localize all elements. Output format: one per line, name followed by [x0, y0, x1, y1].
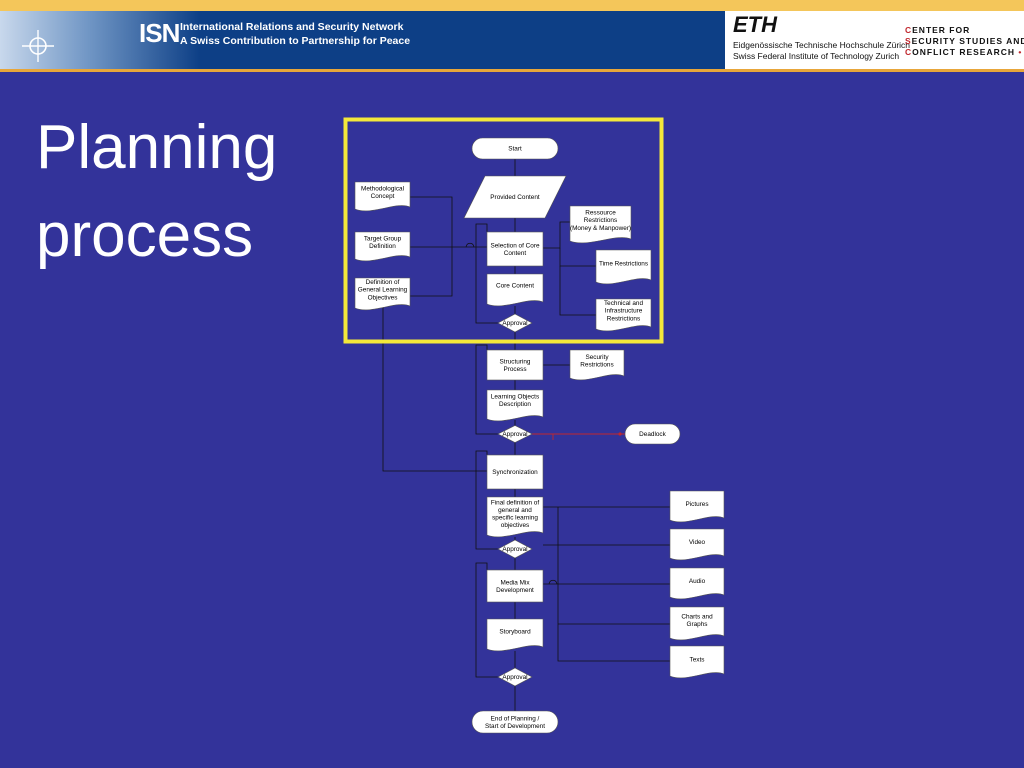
isn-tagline-line2: A Swiss Contribution to Partnership for …	[180, 35, 411, 47]
video-doc	[669, 528, 725, 561]
final-definition-doc	[486, 496, 544, 538]
resource-restrictions-doc	[569, 205, 632, 244]
connector-technical	[559, 266, 596, 316]
general-objectives-doc	[354, 277, 411, 311]
start-terminal	[471, 137, 559, 160]
deadlock-terminal-label: Deadlock	[639, 431, 666, 438]
structuring-box	[486, 349, 544, 381]
end-terminal	[471, 710, 559, 734]
technical-restrictions-doc	[595, 298, 652, 332]
pictures-doc-label: Pictures	[685, 501, 708, 508]
pictures-doc	[669, 490, 725, 523]
approval-diamond-2-label: Approval	[502, 431, 527, 438]
title-line-2: process	[36, 201, 254, 271]
css-logo: CENTER FOR SECURITY STUDIES AND CONFLICT…	[905, 25, 1024, 58]
approval-diamond-3-label: Approval	[502, 546, 527, 553]
audio-doc	[669, 567, 725, 600]
header-banner: ISN International Relations and Security…	[0, 0, 1024, 72]
slide-title: Planning process	[36, 104, 277, 280]
core-content-doc-label: Core Content	[496, 283, 534, 290]
css-initial-c2: C	[905, 47, 913, 57]
audio-doc-label: Audio	[689, 578, 706, 585]
time-restrictions-doc-label: Time Restrictions	[599, 261, 648, 268]
end-terminal-label: End of Planning /Start of Development	[485, 715, 545, 730]
provided-content-shape	[463, 175, 567, 219]
deadlock-terminal	[624, 423, 681, 445]
connector-time	[559, 248, 596, 267]
approval-diamond-4-label: Approval	[502, 674, 527, 681]
start-terminal-label: Start	[508, 146, 522, 153]
connector-media-bus	[557, 507, 670, 662]
loop-approval3-sync	[475, 450, 506, 550]
texts-doc	[669, 645, 725, 679]
storyboard-doc-label: Storyboard	[499, 629, 531, 636]
charts-doc	[669, 606, 725, 641]
css-line1: ENTER FOR	[912, 25, 971, 35]
css-bullet: •	[1018, 47, 1023, 57]
connector-objectives-sync	[382, 306, 487, 472]
isn-tagline-line1: International Relations and Security Net…	[180, 21, 404, 33]
core-content-doc	[486, 273, 544, 307]
isn-tagline: International Relations and Security Net…	[180, 20, 410, 48]
approval-diamond-1-label: Approval	[502, 320, 527, 327]
highlight-frame	[343, 117, 664, 344]
provided-content-label: Provided Content	[490, 194, 540, 201]
eth-name-english: Swiss Federal Institute of Technology Zu…	[733, 51, 900, 61]
storyboard-doc	[486, 618, 544, 652]
header-top-band	[0, 0, 1024, 11]
selection-core-box	[486, 231, 544, 267]
methodological-concept-doc	[354, 181, 411, 212]
synchronization-box-label: Synchronization	[492, 469, 538, 476]
security-restrictions-doc	[569, 349, 625, 381]
isn-logo: ISN	[139, 18, 180, 48]
css-initial-c: C	[905, 25, 913, 35]
loop-approval2-structuring	[475, 344, 506, 435]
approval-diamond-2	[497, 425, 533, 443]
learning-objects-doc	[486, 389, 544, 422]
eth-logo: ETH	[733, 12, 777, 37]
header-bottom-stripe	[0, 69, 1024, 72]
line-hop-2	[548, 579, 558, 585]
line-hop-1	[465, 242, 475, 248]
css-initial-s: S	[905, 36, 912, 46]
approval-diamond-1	[497, 313, 533, 333]
compass-icon	[22, 30, 54, 62]
target-group-doc	[354, 231, 411, 262]
time-restrictions-doc	[595, 249, 652, 285]
media-mix-box	[486, 569, 544, 603]
eth-name-german: Eidgenössische Technische Hochschule Zür…	[733, 40, 911, 50]
video-doc-label: Video	[689, 539, 706, 546]
connector-deadlock	[524, 433, 625, 440]
synchronization-box	[486, 454, 544, 490]
texts-doc-label: Texts	[690, 657, 705, 664]
deadlock-arrow-dot	[618, 432, 622, 436]
css-line3: ONFLICT RESEARCH	[912, 47, 1016, 57]
approval-diamond-4	[497, 667, 533, 687]
css-line2: ECURITY STUDIES AND	[911, 36, 1024, 46]
title-line-1: Planning	[36, 113, 278, 182]
approval-diamond-3	[497, 539, 533, 559]
connector-left-docs	[410, 196, 453, 297]
loop-approval4-media	[475, 562, 506, 678]
loop-approval1-selection	[475, 223, 506, 324]
